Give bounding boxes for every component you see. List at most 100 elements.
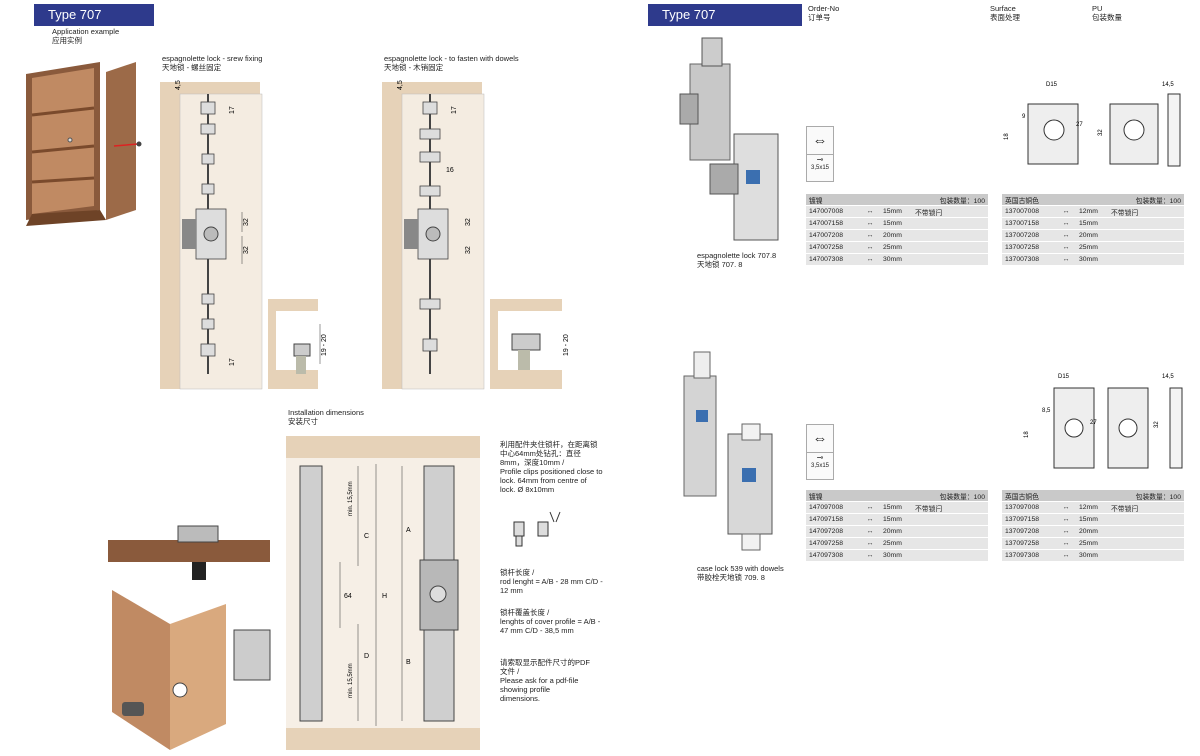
p1-dim-27: 27 [1076, 122, 1083, 128]
order-code: 137097208 [1002, 525, 1056, 538]
order-code: 137007158 [1002, 217, 1056, 230]
install-min-top: min. 15,5mm [348, 481, 354, 516]
screw-size-label: 3,5x15 [810, 463, 829, 469]
dim-32-upper: 32 [243, 218, 250, 226]
pu-label: 包装数量：100 [1108, 194, 1184, 206]
note-cover-profile: 锁杆覆盖长度 /lenghts of cover profile = A/B -… [500, 608, 601, 635]
note-pdf-request: 请索取显示配件尺寸的PDF文件 /Please ask for a pdf-fi… [500, 658, 590, 703]
install-min-bottom: min. 15,5mm [348, 663, 354, 698]
note [1108, 525, 1184, 538]
order-code: 137097158 [1002, 513, 1056, 526]
p1-dim-145: 14,5 [1162, 82, 1174, 88]
order-code: 137007008 [1002, 205, 1056, 218]
door-panel-illustration [112, 590, 271, 750]
product2-tech-drawing: D15 14,5 8,5 27 18 32 [1024, 374, 1183, 469]
length-arrow-icon: ↔ [860, 525, 880, 538]
product1-photo [679, 37, 779, 241]
note [912, 549, 988, 562]
finish-label: 英国古铜色 [1002, 194, 1108, 206]
size: 30mm [880, 253, 912, 266]
note: 不带锁闩 [1108, 501, 1184, 514]
dim-17-bottom: 17 [229, 358, 236, 366]
length-arrow-icon: ↔ [1056, 549, 1076, 562]
length-arrow-icon: ↔ [860, 549, 880, 562]
type-label-right: Type 707 [648, 4, 802, 26]
install-dim-a: A [406, 527, 411, 534]
install-dim-c: C [364, 533, 369, 540]
size: 15mm [880, 217, 912, 230]
dowel-dim-19-20: 19 - 20 [563, 334, 570, 356]
pu-label: 包装数量：100 [1108, 490, 1184, 502]
install-dim-b: B [406, 659, 411, 666]
length-arrow-icon: ↔ [1056, 217, 1076, 230]
product1-icon-box: ⇔ ⊸ 3,5x15 [806, 126, 834, 182]
note: 不带锁闩 [912, 205, 988, 218]
note-profile-clips: 利用配件夹住锁杆，在距离锁中心64mm处钻孔：直径8mm，深度10mm /Pro… [500, 440, 603, 494]
note [1108, 549, 1184, 562]
dowel-dim-32-lower: 32 [465, 246, 472, 254]
order-code: 137097008 [1002, 501, 1056, 514]
note [1108, 253, 1184, 266]
screw-fixing-drawing: 4,5 17 32 32 17 19 - 20 [160, 80, 328, 390]
order-code: 147097308 [806, 549, 860, 562]
cabinet-illustration [26, 62, 142, 226]
dim-32-lower: 32 [243, 246, 250, 254]
size: 25mm [1076, 537, 1108, 550]
size: 30mm [1076, 253, 1108, 266]
screw-icon: ⊸ [816, 453, 824, 462]
install-dim-d: D [364, 653, 369, 660]
length-arrow-icon: ↔ [1056, 501, 1076, 514]
p2-dim-85: 8,5 [1042, 408, 1051, 414]
p2-dim-145: 14,5 [1162, 374, 1174, 380]
length-arrow-icon: ↔ [1056, 525, 1076, 538]
note [912, 525, 988, 538]
dim-19-20: 19 - 20 [321, 334, 328, 356]
note [1108, 513, 1184, 526]
order-code: 137007308 [1002, 253, 1056, 266]
order-code: 147097008 [806, 501, 860, 514]
size: 30mm [1076, 549, 1108, 562]
screw-icon: ⊸ [816, 155, 824, 164]
length-arrow-icon: ↔ [1056, 205, 1076, 218]
screw-size-label: 3,5x15 [810, 165, 829, 171]
p2-dim-27: 27 [1090, 420, 1097, 426]
size: 15mm [880, 501, 912, 514]
size: 20mm [880, 229, 912, 242]
bidirectional-arrow-icon: ⇔ [807, 127, 833, 155]
note [912, 513, 988, 526]
size: 15mm [880, 513, 912, 526]
p1-dim-9: 9 [1022, 114, 1026, 120]
length-arrow-icon: ↔ [860, 205, 880, 218]
length-arrow-icon: ↔ [1056, 253, 1076, 266]
length-arrow-icon: ↔ [1056, 241, 1076, 254]
dowel-dim-17: 17 [451, 106, 458, 114]
order-code: 137007208 [1002, 229, 1056, 242]
finish-label: 镀镍 [806, 194, 912, 206]
order-code: 147007208 [806, 229, 860, 242]
dowel-dim-16: 16 [446, 167, 454, 174]
length-arrow-icon: ↔ [860, 229, 880, 242]
size: 20mm [880, 525, 912, 538]
order-code: 137097258 [1002, 537, 1056, 550]
note [912, 537, 988, 550]
note: 不带锁闩 [1108, 205, 1184, 218]
note [912, 253, 988, 266]
length-arrow-icon: ↔ [1056, 229, 1076, 242]
order-code: 147007308 [806, 253, 860, 266]
order-code: 147097208 [806, 525, 860, 538]
pu-label: 包装数量：100 [912, 194, 988, 206]
order-code: 147007258 [806, 241, 860, 254]
dowels-title: espagnolette lock - to fasten with dowel… [384, 54, 519, 72]
note [1108, 217, 1184, 230]
product1-tech-drawing: D15 14,5 9 27 18 32 [1004, 82, 1181, 167]
